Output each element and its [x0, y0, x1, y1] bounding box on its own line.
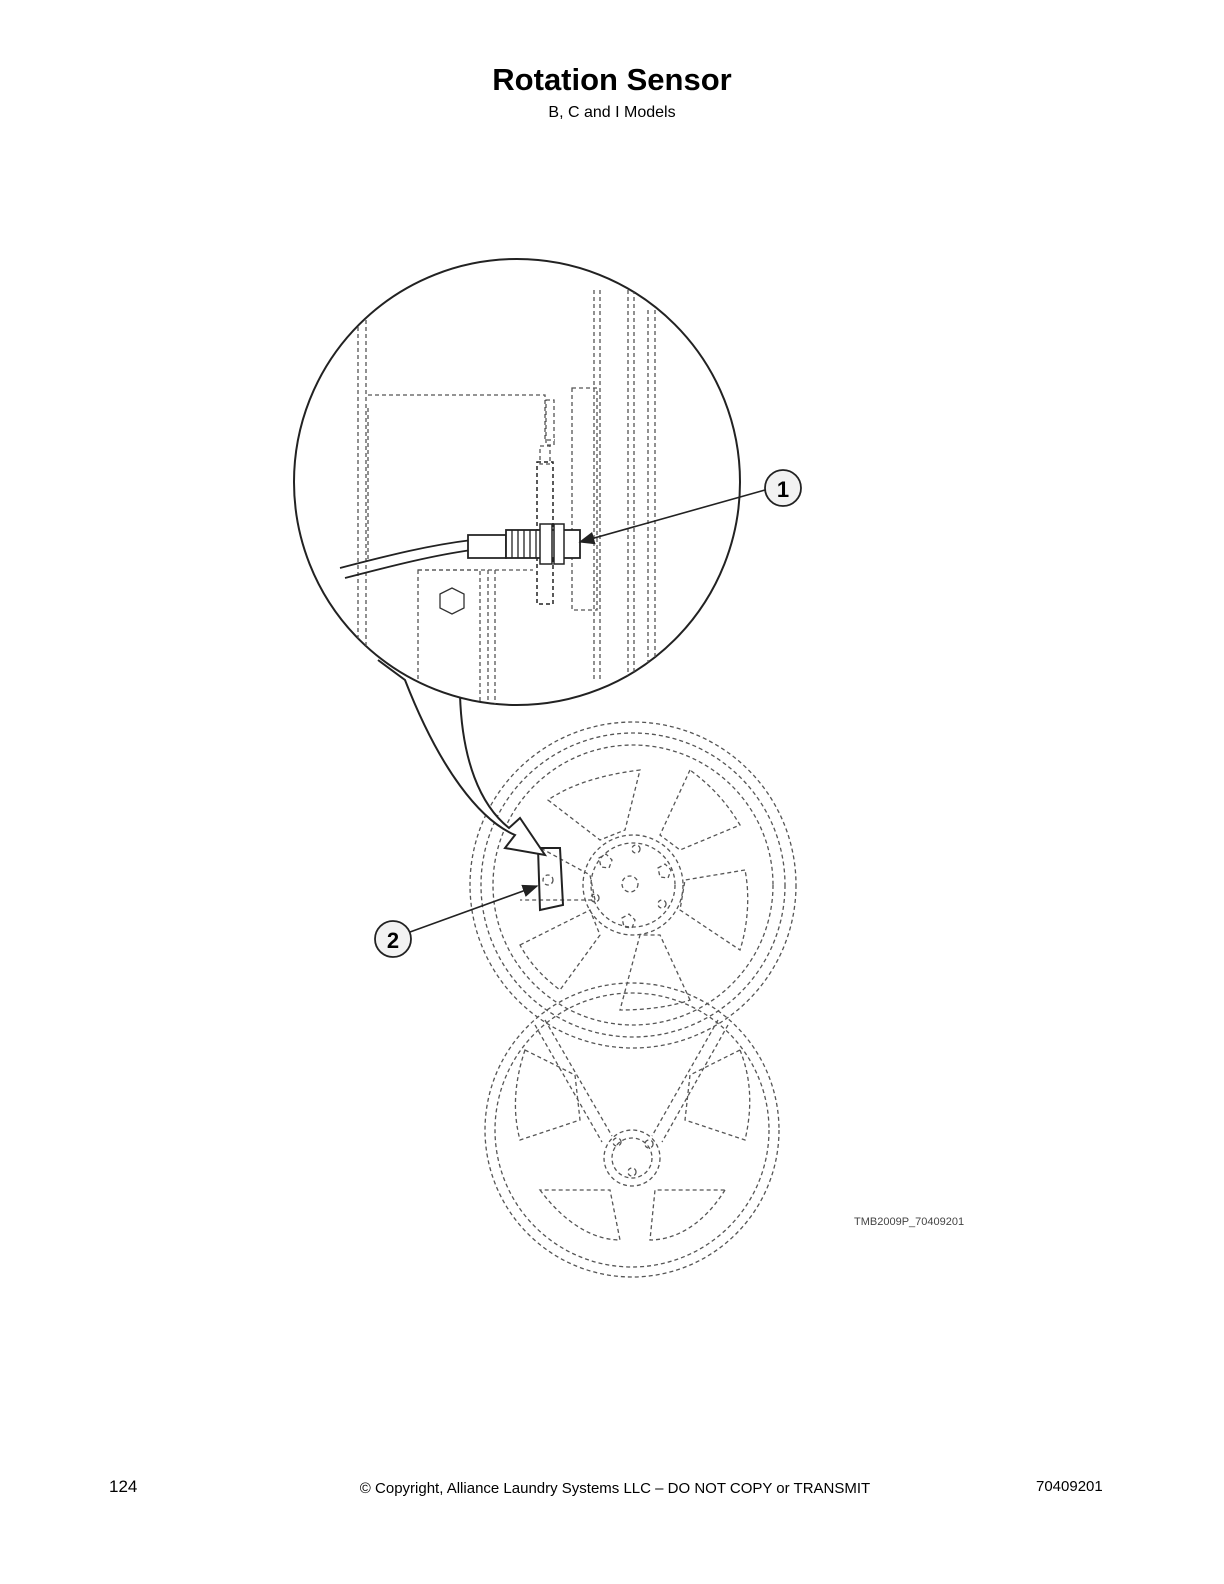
figure-id: TMB2009P_70409201	[854, 1216, 965, 1228]
page-subtitle: B, C and I Models	[548, 104, 676, 121]
callout-2: 2	[374, 920, 412, 958]
callout-1: 1	[764, 469, 802, 507]
drive-belt	[534, 1019, 729, 1143]
sensor-detail-view	[339, 290, 656, 705]
callout-1-label: 1	[777, 477, 789, 502]
cylinder-pulley	[469, 721, 797, 1049]
callout-1-leader	[578, 489, 766, 545]
page-number: 124	[109, 1477, 138, 1496]
rotation-sensor-body	[467, 523, 581, 565]
callout-2-leader	[409, 884, 539, 933]
copyright-notice: © Copyright, Alliance Laundry Systems LL…	[359, 1480, 871, 1497]
callout-2-label: 2	[387, 928, 399, 953]
document-number: 70409201	[1036, 1478, 1103, 1495]
motor-pulley	[484, 982, 780, 1278]
page-title: Rotation Sensor	[492, 62, 732, 97]
